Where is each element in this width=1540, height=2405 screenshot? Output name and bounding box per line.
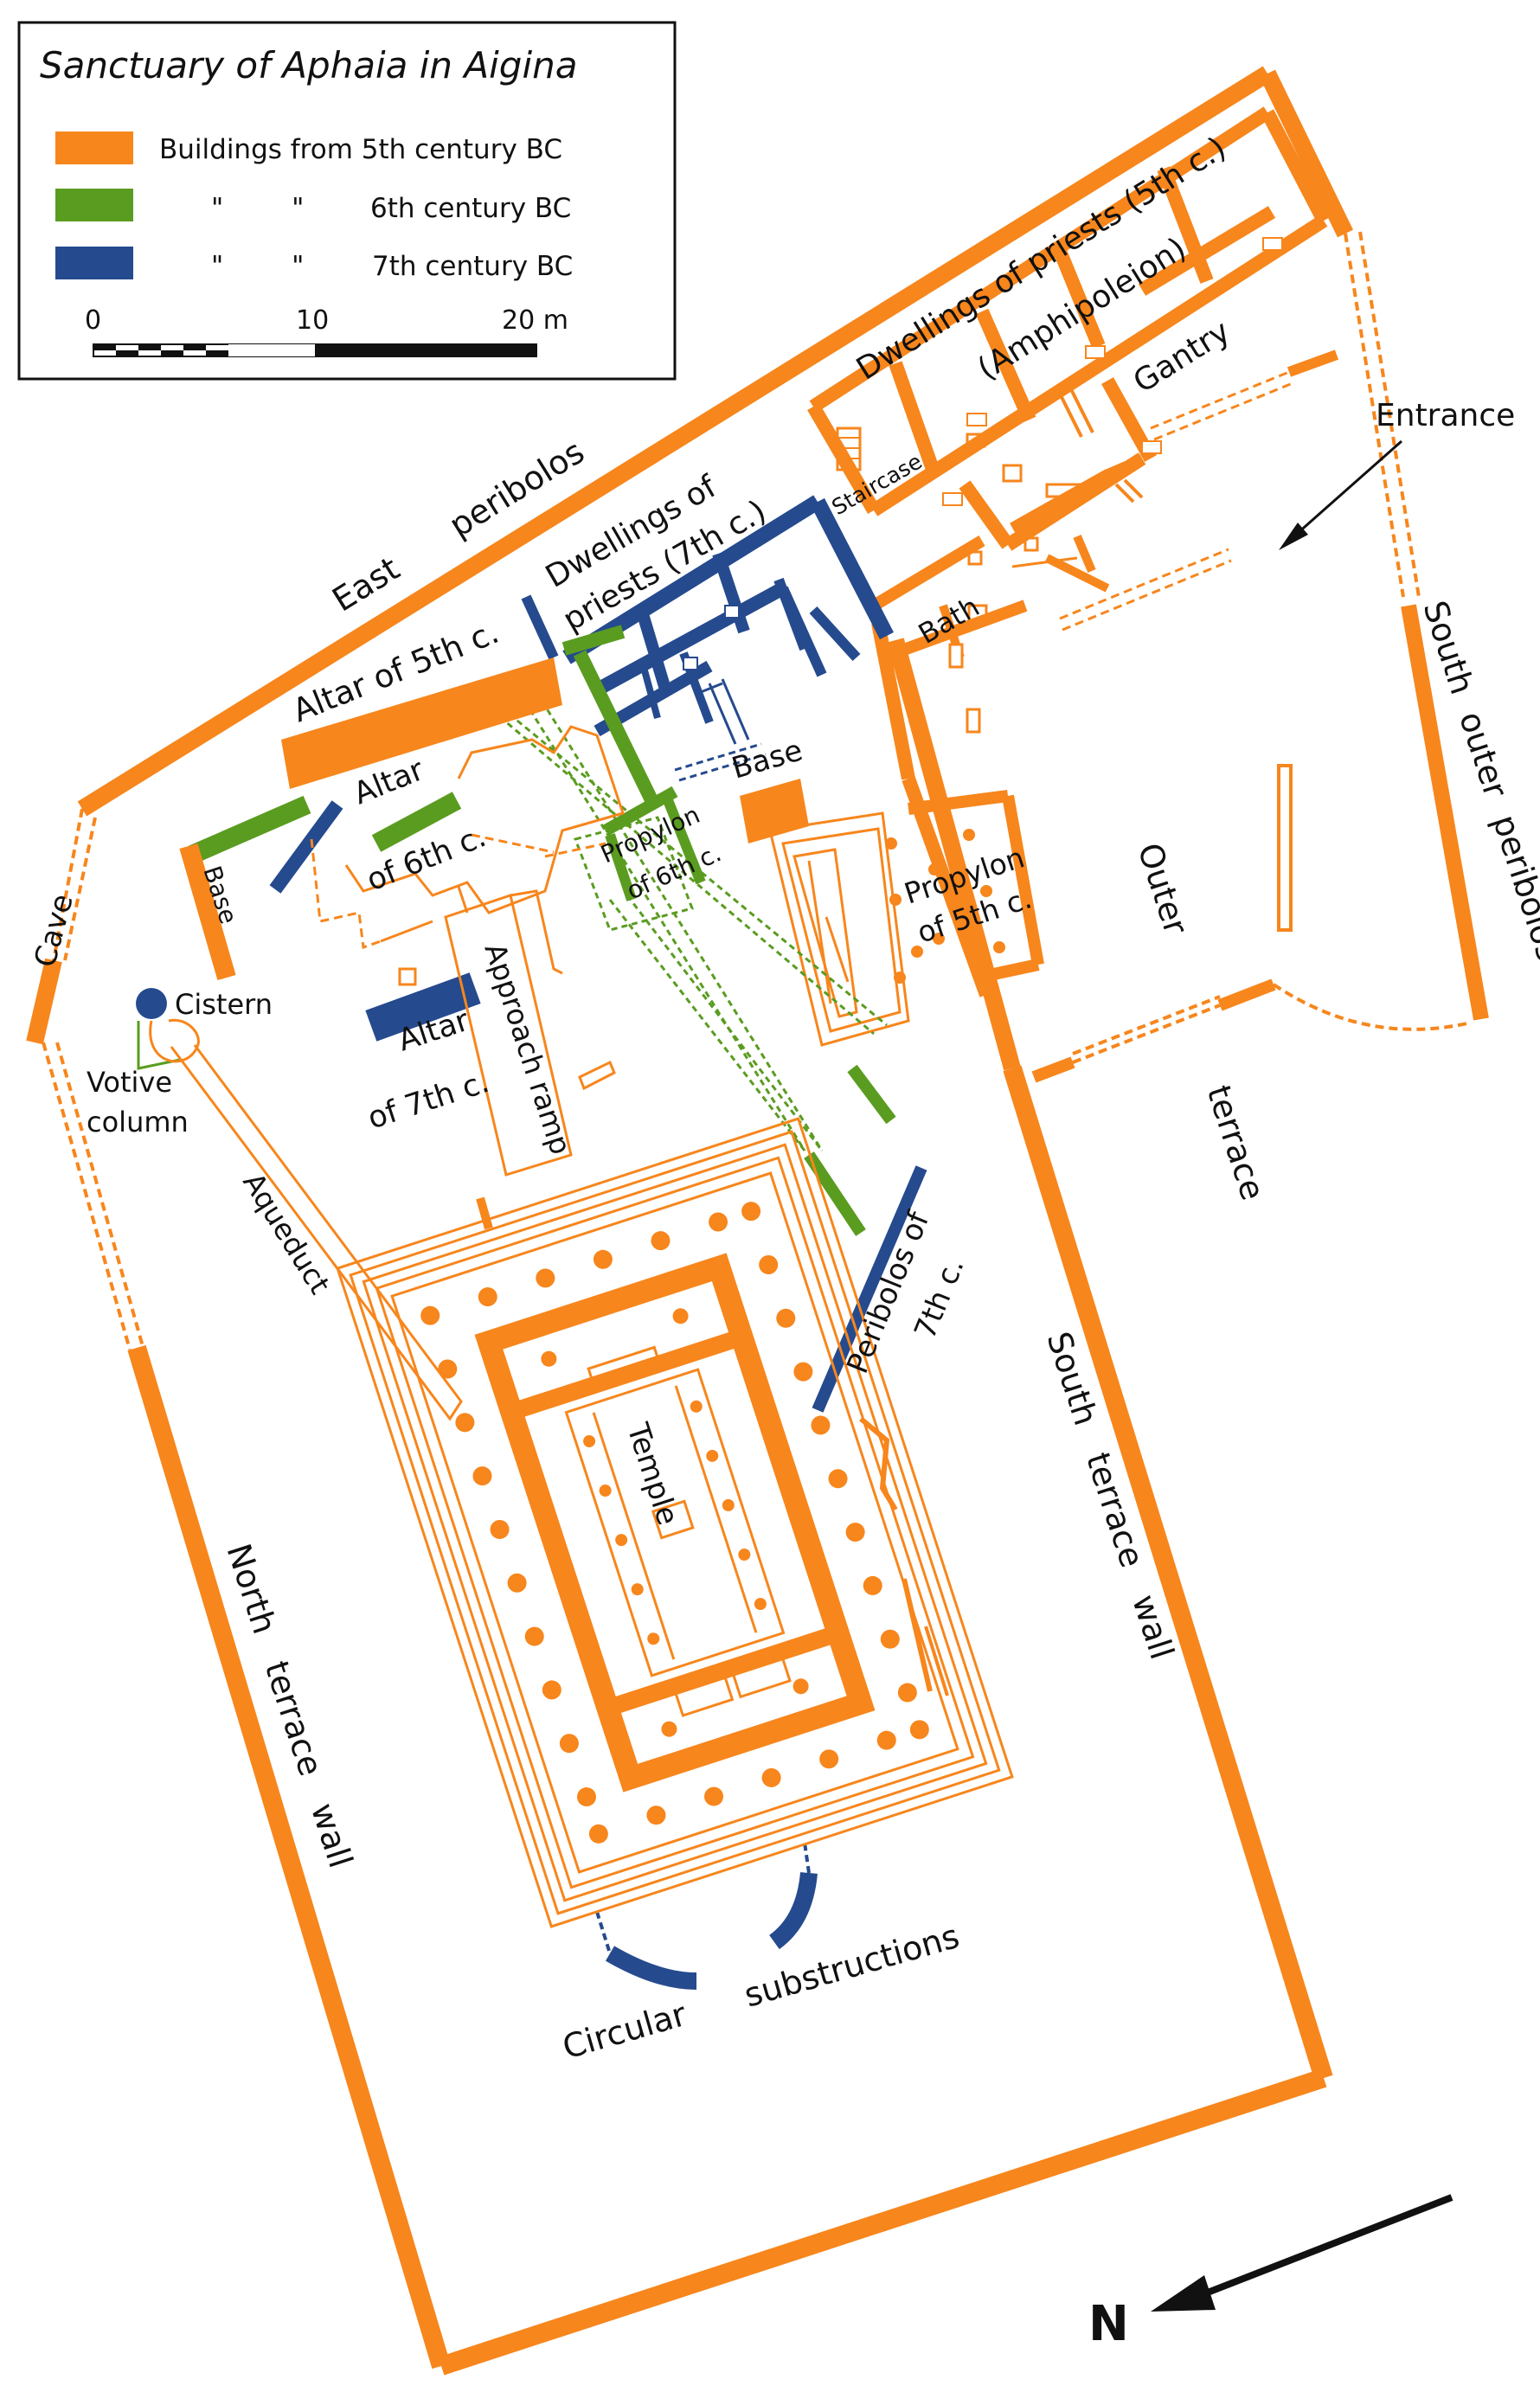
legend-swatch-7th — [55, 247, 133, 279]
label-base-right: Base — [728, 733, 806, 786]
label-altar-7th-2: of 7th c. — [363, 1065, 493, 1137]
map-labels: East peribolos Dwellings of priests (7th… — [28, 131, 1540, 2067]
base-5th-c — [740, 779, 809, 843]
legend-title: Sanctuary of Aphaia in Aigina — [40, 44, 577, 87]
label-votive-1: Votive — [87, 1066, 172, 1099]
scale-bar: 0 10 20 m — [85, 305, 568, 357]
scale-tick-0: 0 — [85, 305, 101, 336]
north-arrow-icon — [1151, 2275, 1216, 2312]
legend-label-6th: 6th century BC — [370, 193, 571, 224]
base-left — [179, 843, 236, 981]
sixth-century-structures — [137, 625, 896, 1236]
legend-swatch-6th — [55, 189, 133, 221]
west-terrace-wall — [438, 2068, 1327, 2376]
east-peribolos-wall — [77, 66, 1273, 817]
amphipoleion — [807, 106, 1339, 664]
cave-wall — [26, 958, 62, 1045]
legend-ditto-6th: " " — [211, 193, 304, 224]
label-temple: Temple — [619, 1418, 685, 1529]
scale-tick-10: 10 — [296, 305, 329, 336]
label-gantry: Gantry — [1127, 314, 1236, 401]
north-terrace-wall — [127, 1344, 451, 2370]
scale-tick-20: 20 m — [502, 305, 568, 336]
terrace-walls — [26, 66, 1489, 2376]
cella-columns — [541, 1308, 809, 1737]
peristyle-columns — [420, 1202, 929, 1844]
propylon-5th — [768, 621, 1044, 1047]
north-dashed-wall — [52, 808, 84, 961]
approach-ramp — [444, 894, 573, 1177]
altar-5th-c — [281, 657, 562, 789]
label-entrance: Entrance — [1376, 398, 1515, 433]
label-terrace: terrace — [1199, 1081, 1272, 1204]
south-terrace-wall — [1003, 1065, 1333, 2081]
label-circular: Circular — [558, 1995, 690, 2067]
label-substructions: substructions — [740, 1917, 963, 2015]
altar-6th-c — [371, 792, 462, 852]
circular-substructions-1 — [605, 1946, 697, 1990]
base-6th-c — [188, 795, 311, 864]
north-arrow: N — [1088, 2194, 1453, 2352]
east-corner-wall — [1260, 69, 1353, 238]
label-cistern: Cistern — [175, 988, 273, 1021]
legend-ditto-7th: " " — [211, 251, 304, 282]
circular-substructions-2 — [768, 1871, 818, 1950]
south-outer-peribolos-wall — [1401, 604, 1489, 1021]
legend: Sanctuary of Aphaia in Aigina Buildings … — [17, 21, 677, 381]
fifth-century-central — [149, 657, 809, 1421]
label-outer: Outer — [1130, 838, 1195, 940]
entrance-arrow — [1279, 439, 1402, 550]
cistern — [136, 988, 167, 1019]
label-peribolos: peribolos — [442, 433, 590, 545]
votive-column — [149, 1018, 200, 1063]
label-votive-2: column — [87, 1106, 189, 1138]
legend-label-5th: Buildings from 5th century BC — [159, 134, 562, 165]
legend-swatch-5th — [55, 131, 133, 164]
label-bath: Bath — [913, 590, 985, 651]
temple — [336, 1117, 1014, 1928]
aqueduct — [170, 1044, 463, 1421]
label-aqueduct: Aqueduct — [236, 1167, 337, 1300]
temple-cella — [474, 1253, 876, 1793]
legend-label-7th: 7th century BC — [372, 251, 573, 282]
altar-7th-c — [365, 972, 481, 1042]
label-north: N — [1088, 2296, 1129, 2352]
